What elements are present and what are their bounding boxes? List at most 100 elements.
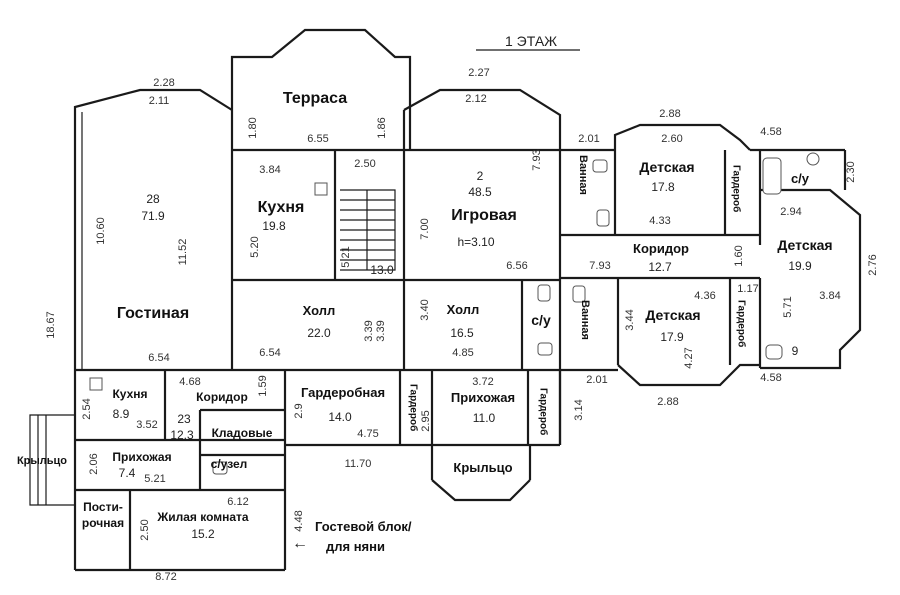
corridor1-area: 12.7 [648,260,672,274]
dimension-label: 2.54 [81,398,93,419]
dimension-label: 2.27 [468,67,489,79]
dimension-label: 2.95 [420,410,432,431]
dimension-label: 5.21 [340,246,352,267]
dimension-label: 7.00 [419,218,431,239]
playroom-name: Игровая [451,207,517,224]
corridor1-name: Коридор [633,241,689,256]
dress4-name: Гардероб [538,388,550,435]
wc1-name: с/у [791,171,810,186]
dress1-name: Гардероб [731,165,743,212]
kids1-name: Детская [639,159,694,175]
dimension-label: 5.20 [249,236,261,257]
annotation-line2: для няни [326,539,385,554]
dress2-name: Гардероб [736,300,748,347]
foyer-area: 11.0 [473,411,496,425]
storage-name: Кладовые [212,426,273,440]
dimension-label: 4.58 [760,126,781,138]
dimension-label: 3.39 [363,320,375,341]
dimension-label: 6.56 [506,260,527,272]
dimension-label: 4.75 [357,428,378,440]
stair-area: 13.0 [370,263,394,277]
corridor2-area: 12.3 [170,428,194,442]
livingroom-name: Жилая комната [156,510,249,524]
kids2-name: Детская [777,237,832,253]
dimension-label: 4.85 [452,347,473,359]
dress3-name: Гардероб [408,384,420,431]
dimension-label: 8.72 [155,571,176,583]
foyer2-name: Прихожая [112,450,171,464]
kitchen-name: Кухня [258,199,305,216]
dimension-label: 4.58 [760,372,781,384]
playroom-number: 2 [477,169,484,183]
dimension-label: 4.48 [293,510,305,531]
dimension-label: 2.88 [659,108,680,120]
dimension-label: 2.11 [149,95,170,107]
dimension-labels: 2.282.111.806.551.862.272.122.882.604.58… [45,67,879,583]
dimension-label: 3.14 [573,399,585,420]
dimension-label: 2.28 [153,77,174,89]
hall2-name: Холл [447,302,480,317]
walls [29,28,862,572]
dimension-label: 3.40 [419,299,431,320]
dimension-label: 2.88 [657,396,678,408]
bath2-name: Ванная [579,300,591,340]
corridor2-number: 23 [177,412,191,426]
dimension-label: 4.33 [649,215,670,227]
dimension-label: 2.60 [661,133,682,145]
wardrobe-name: Гардеробная [301,385,385,400]
dimension-label: 2.01 [586,374,607,386]
guest-block-annotation: ← Гостевой блок/ для няни [292,519,412,554]
playroom-height: h=3.10 [457,235,494,249]
wc2-name: с/у [531,312,551,328]
foyer-name: Прихожая [451,390,515,405]
dimension-label: 11.52 [177,239,189,266]
dimension-label: 2.9 [293,403,305,418]
dimension-label: 3.72 [472,376,493,388]
dimension-label: 1.59 [257,375,269,396]
porch1-name: Крыльцо [17,455,67,467]
dimension-label: 2.50 [354,158,375,170]
porch2-name: Крыльцо [453,460,512,475]
kids3-name: Детская [645,307,700,323]
dimension-label: 2.50 [139,519,151,540]
dimension-label: 2.12 [465,93,486,105]
dimension-label: 2.94 [780,206,801,218]
dimension-label: 2.01 [578,133,599,145]
dimension-label: 5.71 [782,296,794,317]
hall2-area: 16.5 [450,326,474,340]
foyer2-area: 7.4 [119,466,136,480]
laundry-name: Пости-рочная [82,500,124,530]
wc3-name: с/узел [211,457,248,471]
dimension-label: 4.36 [694,290,715,302]
annotation-line1: Гостевой блок/ [315,519,412,534]
hall1-name: Холл [303,303,336,318]
terrace-name: Терраса [283,90,347,107]
kitchen-area: 19.8 [262,219,286,233]
dimension-label: 10.60 [95,217,107,245]
playroom-area: 48.5 [468,185,492,199]
kids1-area: 17.8 [651,180,675,194]
kids2-area: 19.9 [788,259,812,273]
fixtures [89,152,820,475]
dimension-label: 3.44 [624,309,636,330]
livingroom-area: 15.2 [191,527,215,541]
wardrobe-area: 14.0 [328,410,352,424]
dimension-label: 7.93 [589,260,610,272]
dimension-label: 1.86 [376,117,388,138]
bath3-area: 9 [792,344,799,358]
kitchen2-name: Кухня [112,387,147,401]
floor-title: 1 ЭТАЖ [505,33,557,49]
room-labels: Терраса 28 71.9 Гостиная Кухня 19.8 13.0… [17,90,833,541]
living-number: 28 [146,192,160,206]
dimension-label: 6.55 [307,133,328,145]
hall1-area: 22.0 [307,326,331,340]
kitchen2-area: 8.9 [113,407,130,421]
dimension-label: 3.84 [259,164,280,176]
dimension-label: 11.70 [345,458,372,470]
dimension-label: 2.76 [867,254,879,275]
dimension-label: 3.84 [819,290,840,302]
dimension-label: 4.27 [683,347,695,368]
living-area: 71.9 [141,209,165,223]
dimension-label: 1.60 [733,245,745,266]
